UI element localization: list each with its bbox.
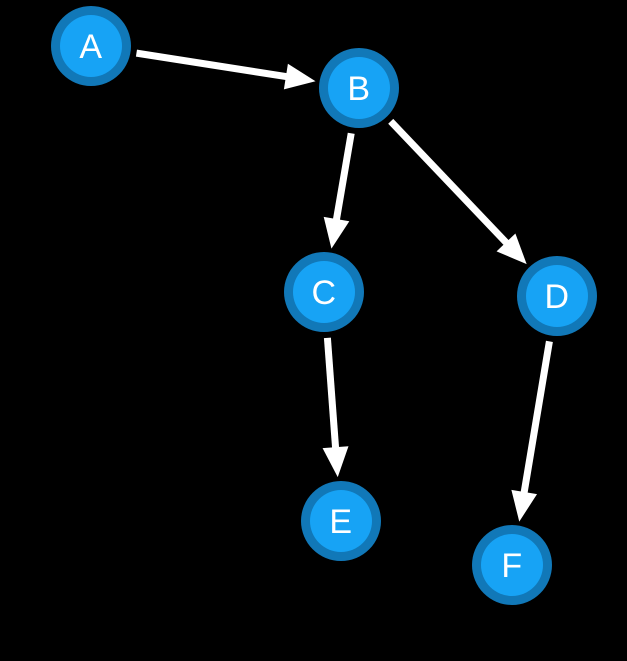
- node-label-b: B: [347, 70, 370, 108]
- edges-layer: [135, 49, 553, 522]
- node-label-d: D: [544, 278, 569, 316]
- graph-node-f[interactable]: F: [472, 525, 552, 605]
- arrowhead-icon-b-to-c: [323, 216, 350, 249]
- node-core-d: [526, 265, 588, 327]
- arrowhead-icon-a-to-b: [283, 63, 316, 90]
- edge-c-to-e: [323, 337, 340, 454]
- nodes-layer: A B C D E F: [51, 6, 597, 605]
- arrowhead-icon-c-to-e: [322, 446, 349, 478]
- node-core-a: [60, 15, 122, 77]
- node-label-a: A: [79, 28, 102, 66]
- graph-node-b[interactable]: B: [319, 48, 399, 128]
- node-core-e: [310, 490, 372, 552]
- node-label-f: F: [501, 547, 522, 585]
- node-label-e: E: [329, 503, 352, 541]
- edge-b-to-d: [388, 118, 513, 250]
- node-label-c: C: [311, 274, 336, 312]
- arrowhead-icon-d-to-f: [511, 489, 538, 522]
- edge-a-to-b: [135, 49, 293, 81]
- edge-d-to-f: [519, 340, 553, 499]
- node-core-b: [328, 57, 390, 119]
- node-core-f: [481, 534, 543, 596]
- graph-node-d[interactable]: D: [517, 256, 597, 336]
- node-core-c: [293, 261, 355, 323]
- graph-node-a[interactable]: A: [51, 6, 131, 86]
- graph-node-c[interactable]: C: [284, 252, 364, 332]
- edge-b-to-c: [332, 132, 355, 226]
- arrowhead-icon-b-to-d: [496, 233, 527, 265]
- graph-node-e[interactable]: E: [301, 481, 381, 561]
